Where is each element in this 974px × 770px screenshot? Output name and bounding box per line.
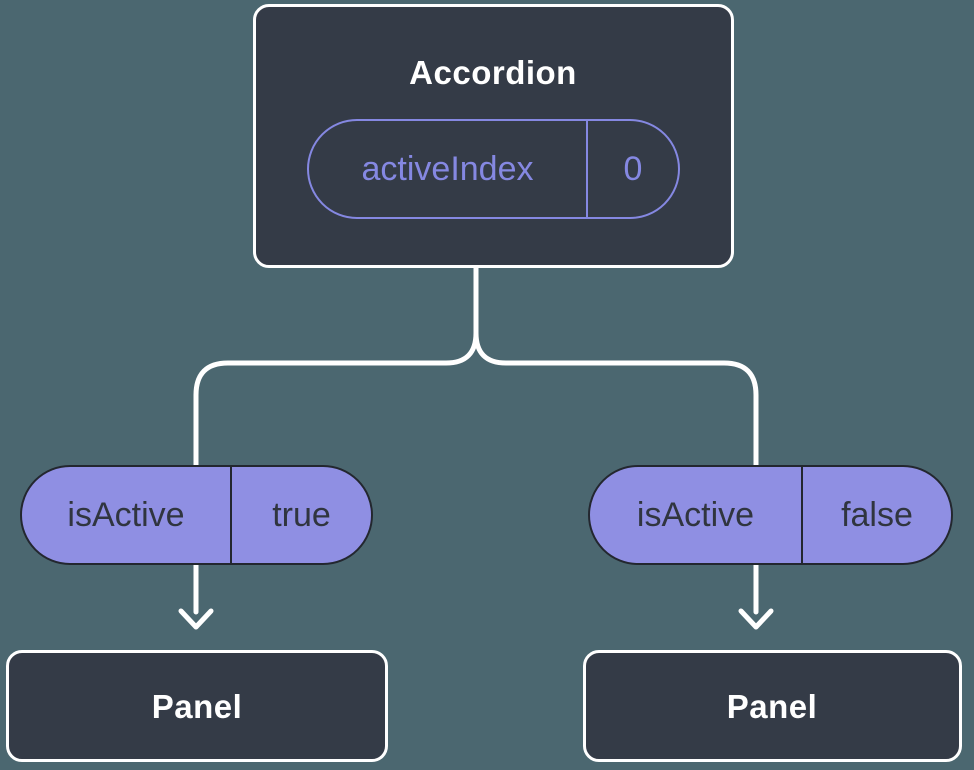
panel-node-right (583, 650, 962, 762)
state-value: true (272, 495, 331, 534)
connector-right-branch (473, 330, 759, 615)
panel-node-title: Panel (726, 688, 818, 725)
accordion-node-title: Accordion (409, 54, 577, 91)
state-name: isActive (590, 467, 803, 563)
prop-value: 0 (623, 149, 643, 188)
state-pill-isactive-false: isActive false (588, 465, 953, 565)
state-name: isActive (22, 467, 232, 563)
prop-pill-activeindex: activeIndex 0 (307, 119, 680, 219)
panel-node-title: Panel (151, 688, 243, 725)
state-value: false (841, 495, 913, 534)
connector-left-branch (193, 263, 479, 615)
panel-node-left (6, 650, 388, 762)
prop-name: activeIndex (309, 121, 588, 217)
state-pill-isactive-true: isActive true (20, 465, 373, 565)
arrow-down-right-icon (738, 608, 774, 630)
arrow-down-left-icon (178, 608, 214, 630)
